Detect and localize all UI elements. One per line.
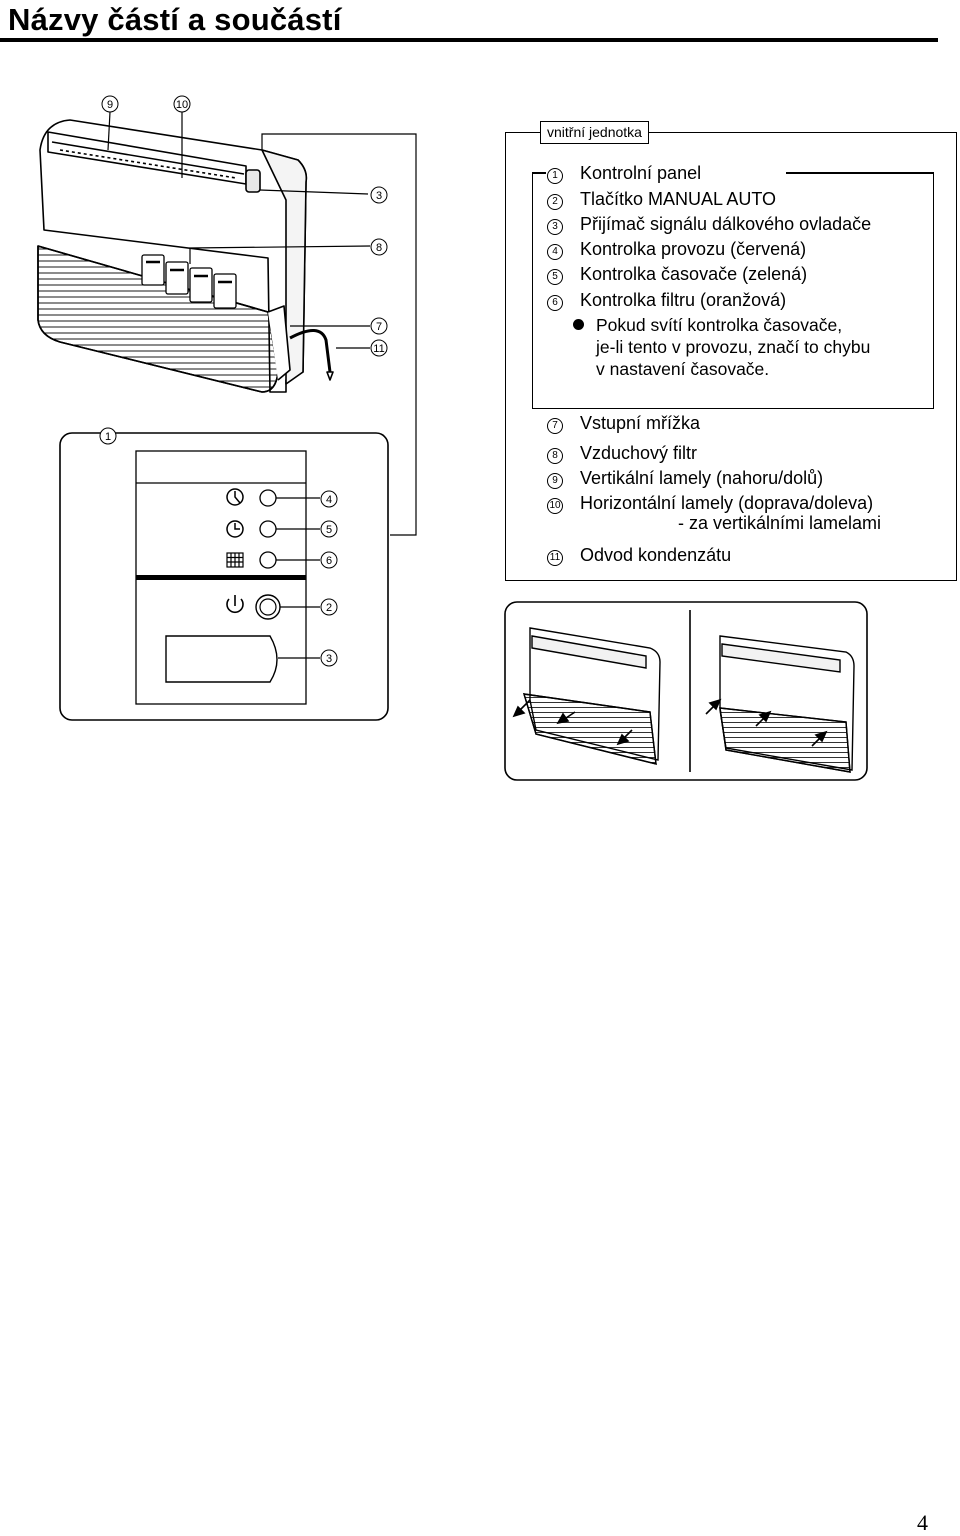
callout-9: 9 — [107, 99, 113, 111]
callout-1: 1 — [105, 431, 111, 443]
panel-frame — [59, 432, 389, 721]
unit-grille-close — [719, 635, 855, 773]
legend-item-11: 11 Odvod kondenzátu — [547, 546, 731, 566]
legend-label: Kontrolka provozu (červená) — [580, 239, 807, 259]
legend-item-6: 6 Kontrolka filtru (oranžová) — [547, 291, 786, 311]
legend-tag: vnitřní jednotka — [540, 121, 649, 144]
callout-4: 4 — [326, 494, 332, 506]
page-number: 4 — [917, 1510, 928, 1535]
grille-operation-figure — [504, 601, 868, 781]
callout-8: 8 — [376, 242, 382, 254]
filter-lamp — [259, 551, 277, 569]
control-panel-detail — [59, 432, 389, 721]
legend-label: Odvod kondenzátu — [580, 545, 732, 565]
legend-num: 11 — [547, 550, 563, 566]
callout-5: 5 — [326, 524, 332, 536]
callout-11: 11 — [373, 343, 384, 355]
legend-label: Vzduchový filtr — [580, 443, 698, 463]
airflow-arrow-icon — [512, 699, 633, 746]
unit-callout-numbers: 9 10 3 8 7 11 — [101, 95, 388, 357]
panel-callout-numbers: 1 4 5 6 2 3 — [99, 427, 338, 667]
operation-frame — [504, 601, 868, 781]
page-title: Názvy částí a součástí — [8, 2, 342, 37]
legend-label: Horizontální lamely (doprava/doleva) — [580, 493, 874, 513]
unit-grille-open — [523, 627, 661, 765]
legend-inner-frame — [532, 172, 934, 409]
filter-lamp-icon — [226, 552, 244, 568]
legend-item-10: 10 Horizontální lamely (doprava/doleva) — [547, 494, 873, 514]
legend-frame — [505, 132, 957, 581]
legend-label: Přijímač signálu dálkového ovladače — [580, 214, 872, 234]
legend-item-5: 5 Kontrolka časovače (zelená) — [547, 265, 807, 285]
legend-num: 10 — [547, 498, 563, 514]
receiver-window — [245, 169, 261, 193]
callout-3-panel: 3 — [326, 653, 332, 665]
legend-item-10-sub: - za vertikálními lamelami — [678, 513, 882, 533]
legend-inner-rule-left — [532, 172, 546, 174]
operation-lamp — [259, 489, 277, 507]
callout-6: 6 — [326, 555, 332, 567]
legend-num: 2 — [547, 194, 563, 210]
legend-item-4: 4 Kontrolka provozu (červená) — [547, 240, 806, 260]
legend-num: 3 — [547, 219, 563, 235]
legend-label: Tlačítko MANUAL AUTO — [580, 189, 777, 209]
illustration-layer: 9 10 3 8 7 11 — [37, 95, 868, 781]
legend-num: 6 — [547, 295, 563, 311]
indoor-unit-drawing — [37, 119, 334, 393]
air-filters — [141, 254, 237, 309]
legend-num: 4 — [547, 244, 563, 260]
legend-label: Kontrolka časovače (zelená) — [580, 264, 808, 284]
legend-item-7: 7 Vstupní mřížka — [547, 414, 700, 434]
callout-7: 7 — [376, 321, 382, 333]
note-bullet-icon — [573, 319, 584, 330]
callout-2: 2 — [326, 602, 332, 614]
legend-item-1: 1 Kontrolní panel — [547, 164, 701, 184]
legend-item-2: 2 Tlačítko MANUAL AUTO — [547, 190, 776, 210]
timer-lamp — [259, 520, 277, 538]
drain-hose — [289, 329, 332, 373]
legend-label: Kontrolní panel — [580, 163, 702, 183]
callout-10: 10 — [176, 99, 188, 111]
legend-item-8: 8 Vzduchový filtr — [547, 444, 697, 464]
airflow-arrow-icon — [705, 698, 828, 747]
legend-num: 9 — [547, 473, 563, 489]
receiver-window-panel — [165, 635, 278, 683]
timer-note: Pokud svítí kontrolka časovače, je-li te… — [596, 315, 871, 379]
timer-lamp-icon — [226, 520, 244, 538]
legend-item-9: 9 Vertikální lamely (nahoru/dolů) — [547, 469, 823, 489]
legend-num: 5 — [547, 269, 563, 285]
operation-lamp-icon — [226, 488, 244, 506]
callout-3: 3 — [376, 190, 382, 202]
title-rule — [0, 38, 938, 42]
legend-label: Kontrolka filtru (oranžová) — [580, 290, 787, 310]
legend-item-3: 3 Přijímač signálu dálkového ovladače — [547, 215, 871, 235]
legend-label: Vstupní mřížka — [580, 413, 701, 433]
legend-num: 8 — [547, 448, 563, 464]
legend-num: 7 — [547, 418, 563, 434]
legend-num: 1 — [547, 168, 563, 184]
legend-inner-rule-right — [786, 172, 934, 174]
power-icon — [226, 595, 244, 614]
legend-label: Vertikální lamely (nahoru/dolů) — [580, 468, 824, 488]
unit-callouts — [107, 111, 417, 536]
